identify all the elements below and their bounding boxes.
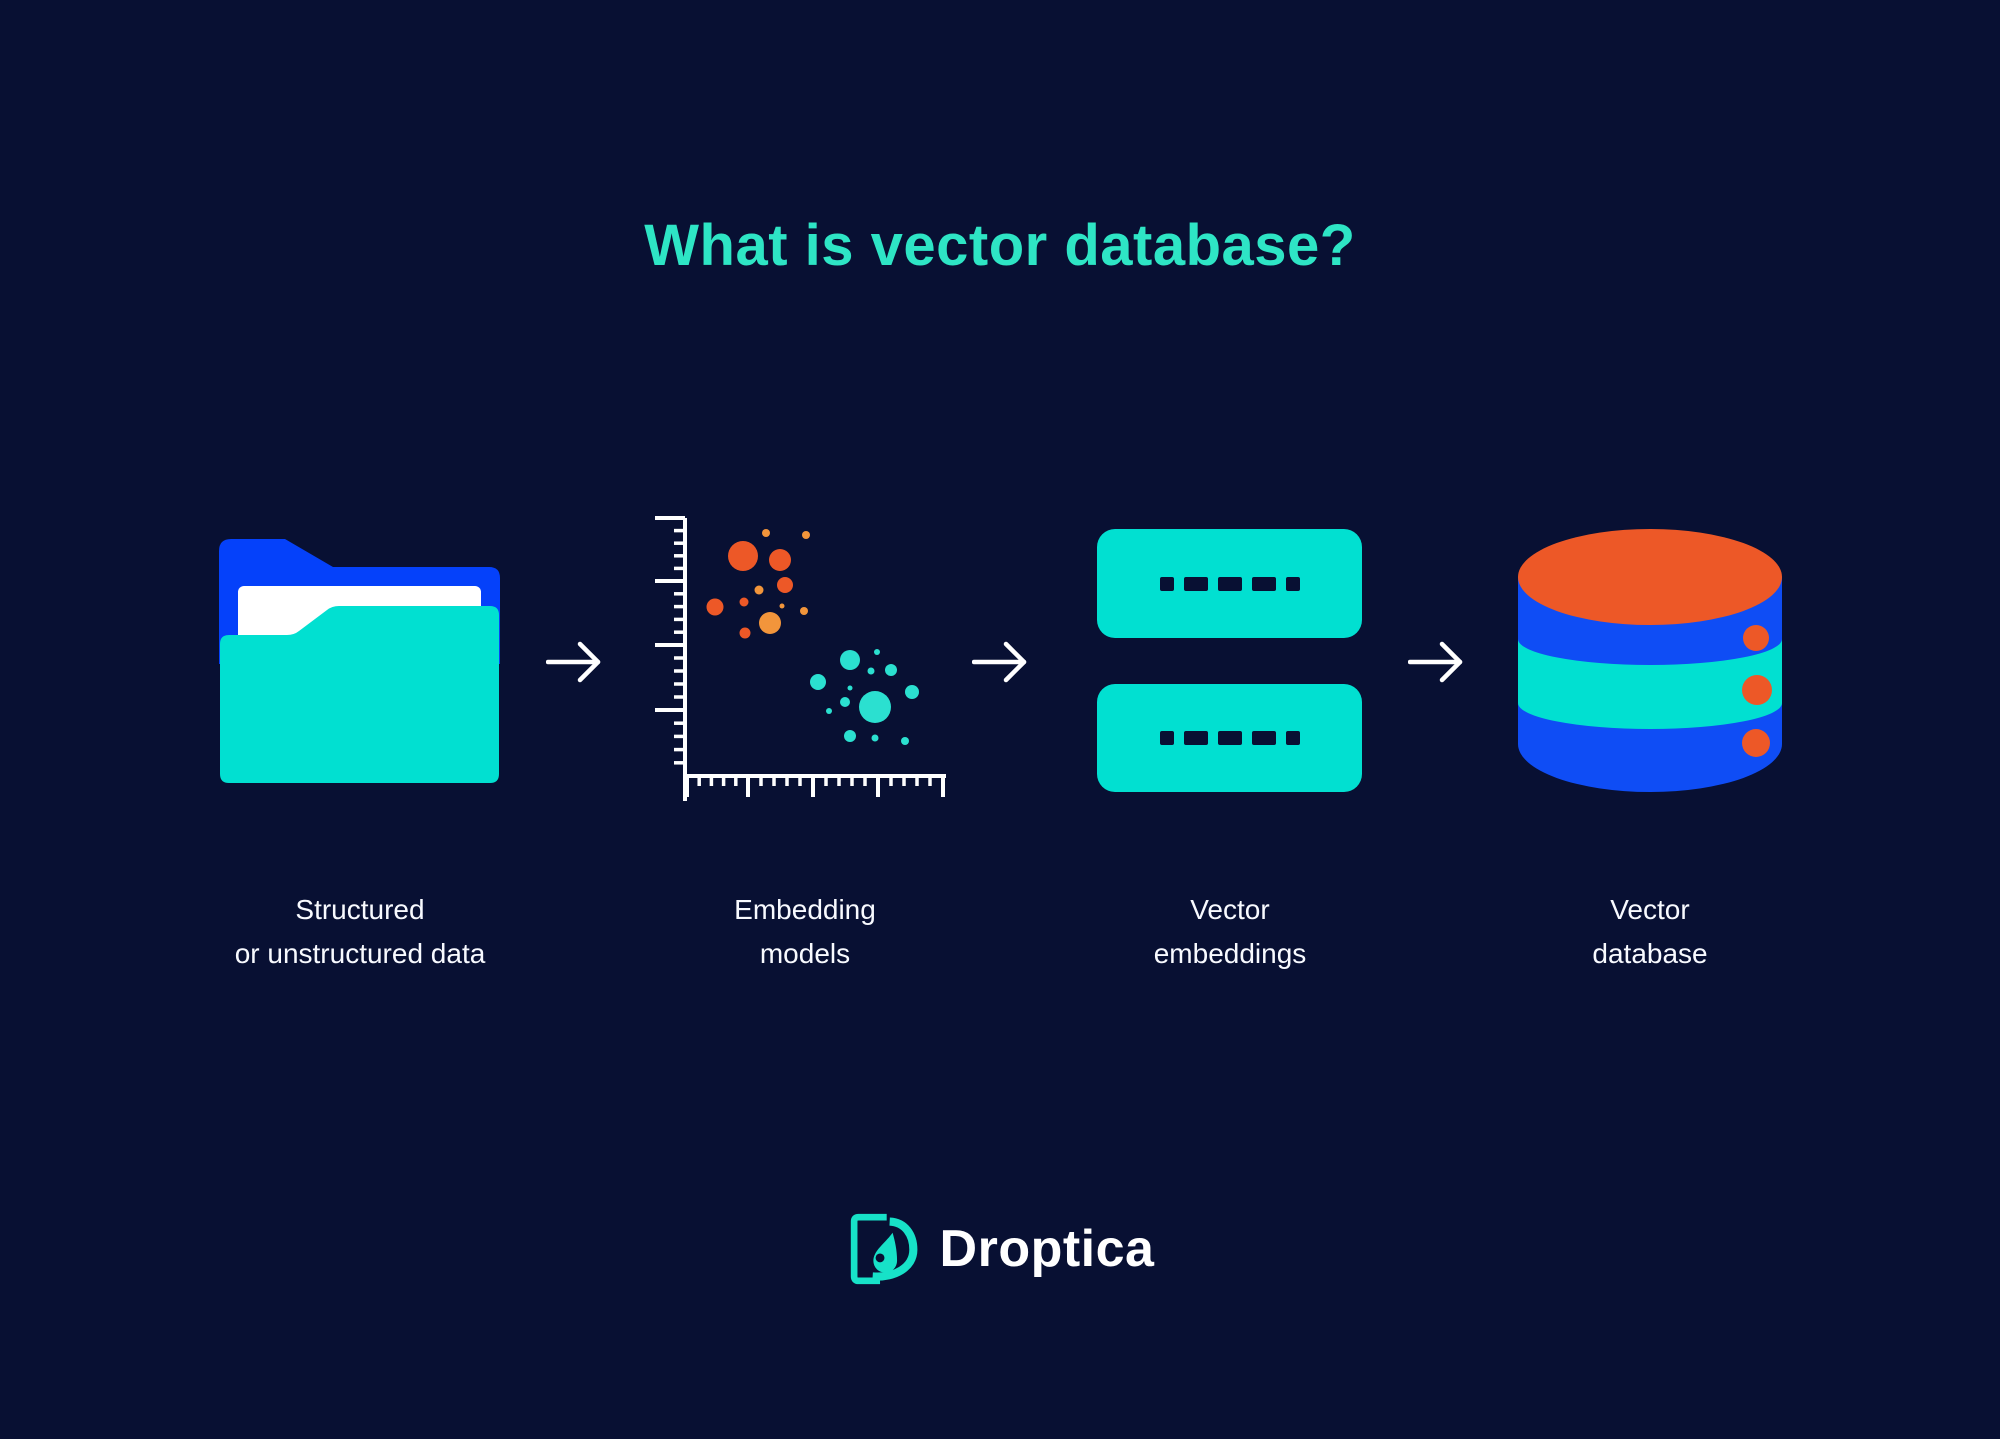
stage-label-line2: embeddings bbox=[1153, 938, 1307, 969]
stage-structured-data: Structured or unstructured data bbox=[140, 505, 580, 975]
stage-label: Embedding models bbox=[585, 888, 1025, 976]
brand-name: Droptica bbox=[939, 1220, 1155, 1278]
footer-brand: Droptica bbox=[0, 1209, 2000, 1289]
vector-dash bbox=[1183, 731, 1208, 745]
vector-row-icon bbox=[1097, 684, 1362, 792]
scatter-dots bbox=[706, 529, 919, 745]
vector-dash bbox=[1285, 576, 1300, 591]
vector-dash bbox=[1183, 576, 1208, 591]
vector-dash bbox=[1251, 576, 1276, 591]
stage-label-line1: Structured bbox=[295, 894, 425, 925]
vector-row-icon bbox=[1097, 529, 1362, 638]
stage-label: Vector embeddings bbox=[1010, 888, 1450, 976]
folder-icon bbox=[219, 539, 500, 783]
dash-row bbox=[1159, 731, 1300, 745]
stage-label-line2: database bbox=[1592, 938, 1708, 969]
vector-dash bbox=[1159, 576, 1174, 591]
vector-dash bbox=[1285, 731, 1300, 745]
stage-vector-embeddings: Vector embeddings bbox=[1010, 505, 1450, 975]
stage-label-line1: Embedding bbox=[734, 894, 876, 925]
droptica-logo-icon bbox=[850, 1213, 917, 1285]
flow-arrow-icon bbox=[972, 641, 1027, 683]
stage-label: Structured or unstructured data bbox=[140, 888, 580, 976]
scatter-plot-icon bbox=[655, 516, 946, 801]
page-title: What is vector database? bbox=[644, 213, 1356, 278]
vector-dash bbox=[1159, 731, 1174, 745]
stage-vector-database: Vector database bbox=[1430, 505, 1870, 975]
stage-label-line1: Vector bbox=[1190, 894, 1270, 925]
stage-label: Vector database bbox=[1430, 888, 1870, 976]
stage-label-line1: Vector bbox=[1610, 894, 1690, 925]
vector-dash bbox=[1217, 576, 1242, 591]
database-cylinder-icon bbox=[1518, 529, 1782, 792]
vector-dash bbox=[1251, 731, 1276, 745]
dash-row bbox=[1159, 576, 1300, 591]
stage-label-line2: models bbox=[759, 938, 851, 969]
vector-dash bbox=[1217, 731, 1242, 745]
stage-embedding-models: Embedding models bbox=[585, 505, 1025, 975]
flow-arrow-icon bbox=[1408, 641, 1463, 683]
scatter-ruler bbox=[655, 516, 946, 801]
stage-label-line2: or unstructured data bbox=[234, 938, 486, 969]
flow-arrow-icon bbox=[546, 641, 601, 683]
